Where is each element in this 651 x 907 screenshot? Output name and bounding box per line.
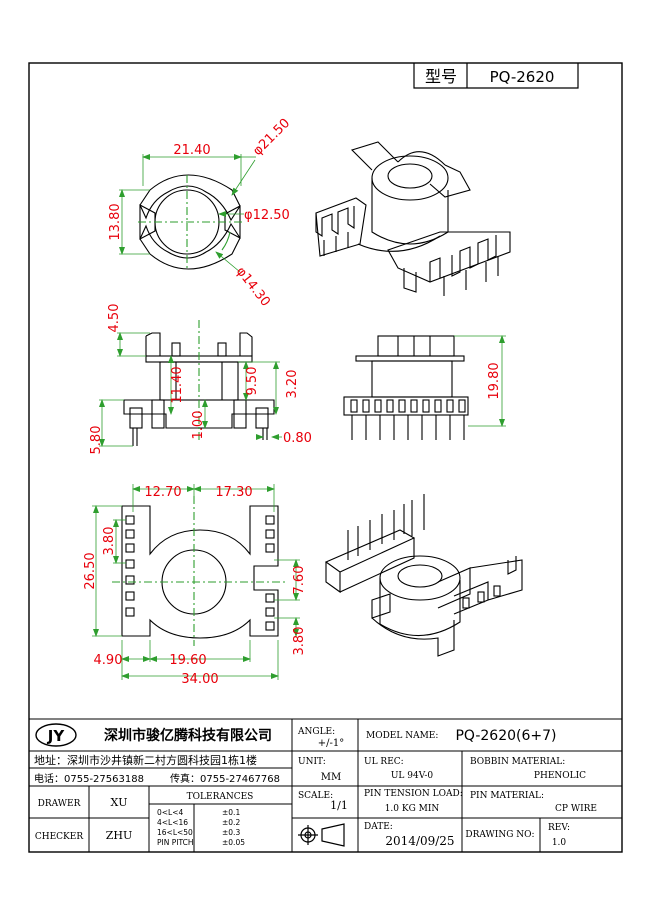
front-view xyxy=(123,320,275,446)
dim-diameter-21-50: φ21.50 xyxy=(250,116,293,159)
dim-4-90: 4.90 xyxy=(94,653,123,668)
ul-label: UL REC: xyxy=(364,757,404,767)
unit-value: MM xyxy=(321,772,341,783)
side-view xyxy=(343,335,469,440)
company-fax: 传真：0755-27467768 xyxy=(170,772,280,785)
top-view xyxy=(138,174,244,270)
bottom-view-dimensions xyxy=(92,484,300,680)
model-header: 型号 PQ-2620 xyxy=(413,63,579,89)
company-name: 深圳市骏亿腾科技有限公司 xyxy=(104,727,272,744)
tol-value: ±0.1 xyxy=(222,808,240,817)
dim-5-80: 5.80 xyxy=(89,426,104,455)
unit-label: UNIT: xyxy=(298,757,326,767)
bottom-view xyxy=(112,496,286,646)
bobbin-label: BOBBIN MATERIAL: xyxy=(470,757,565,767)
checker-value: ZHU xyxy=(106,829,133,842)
dim-26-50: 26.50 xyxy=(83,552,98,589)
tol-range: 16<L<50 xyxy=(157,828,193,837)
projection-symbol-icon xyxy=(298,823,345,847)
angle-label: ANGLE: xyxy=(297,727,335,737)
scale-value: 1/1 xyxy=(330,799,348,812)
dim-9-50: 9.50 xyxy=(245,367,260,396)
front-view-dimensions xyxy=(99,332,282,447)
sheet-border xyxy=(28,62,623,853)
dim-3-80-right: 3.80 xyxy=(292,627,307,656)
dim-width-21-40: 21.40 xyxy=(173,143,210,158)
model-label: 型号 xyxy=(425,67,457,86)
dim-0-80: 0.80 xyxy=(283,431,312,446)
dim-diameter-12-50: φ12.50 xyxy=(244,208,290,223)
dim-19-60: 19.60 xyxy=(169,653,206,668)
drawer-value: XU xyxy=(110,796,127,809)
date-value: 2014/09/25 xyxy=(385,834,454,848)
tol-value: ±0.3 xyxy=(222,828,240,837)
dim-3-20: 3.20 xyxy=(285,370,300,399)
date-label: DATE: xyxy=(364,822,393,832)
dim-diameter-14-30: φ14.30 xyxy=(233,264,273,309)
checker-label: CHECKER xyxy=(35,832,83,842)
drawer-label: DRAWER xyxy=(38,799,81,809)
angle-value: +/-1° xyxy=(318,738,345,749)
svg-text:JY: JY xyxy=(47,727,66,745)
ul-value: UL 94V-0 xyxy=(391,771,434,781)
dim-7-60: 7.60 xyxy=(292,566,307,595)
tol-range: 4<L<16 xyxy=(157,818,188,827)
top-view-dimensions xyxy=(119,154,256,273)
dim-11-40: 11.40 xyxy=(170,366,185,403)
tol-value: ±0.2 xyxy=(222,818,240,827)
dim-4-50: 4.50 xyxy=(107,304,122,333)
drawing-no-label: DRAWING NO: xyxy=(465,830,534,840)
tol-value: ±0.05 xyxy=(222,838,245,847)
scale-label: SCALE: xyxy=(298,791,333,801)
company-logo: JY xyxy=(35,723,77,747)
side-view-dimensions xyxy=(454,335,506,427)
dim-34-00: 34.00 xyxy=(181,672,218,687)
pin-material-label: PIN MATERIAL: xyxy=(470,791,544,801)
dim-17-30: 17.30 xyxy=(215,485,252,500)
dim-12-70: 12.70 xyxy=(144,485,181,500)
rev-value: 1.0 xyxy=(552,838,567,848)
rev-label: REV: xyxy=(548,823,570,833)
tol-range: PIN PITCH xyxy=(157,838,193,847)
model-name-value: PQ-2620(6+7) xyxy=(455,728,556,744)
tolerance-table: 0<L<4 ±0.1 4<L<16 ±0.2 16<L<50 ±0.3 PIN … xyxy=(157,808,245,847)
dim-19-80: 19.80 xyxy=(487,362,502,399)
tol-range: 0<L<4 xyxy=(157,808,184,817)
tolerances-title: TOLERANCES xyxy=(187,792,254,802)
iso-view-upper xyxy=(315,141,511,296)
pin-material-value: CP WIRE xyxy=(555,804,597,814)
company-phone: 电话：0755-27563188 xyxy=(34,772,144,785)
dim-1-00: 1.00 xyxy=(191,411,206,440)
pin-tension-value: 1.0 KG MIN xyxy=(385,804,440,814)
model-name-label: MODEL NAME: xyxy=(366,731,438,741)
model-number: PQ-2620 xyxy=(490,68,555,86)
bobbin-value: PHENOLIC xyxy=(534,771,586,781)
company-address: 地址：深圳市沙井镇新二村方圆科技园1栋1楼 xyxy=(34,753,257,767)
title-block xyxy=(29,718,622,852)
pin-tension-label: PIN TENSION LOAD: xyxy=(364,789,463,799)
iso-view-lower xyxy=(324,494,523,657)
dim-3-80-left: 3.80 xyxy=(102,527,117,556)
dim-height-13-80: 13.80 xyxy=(108,203,123,240)
